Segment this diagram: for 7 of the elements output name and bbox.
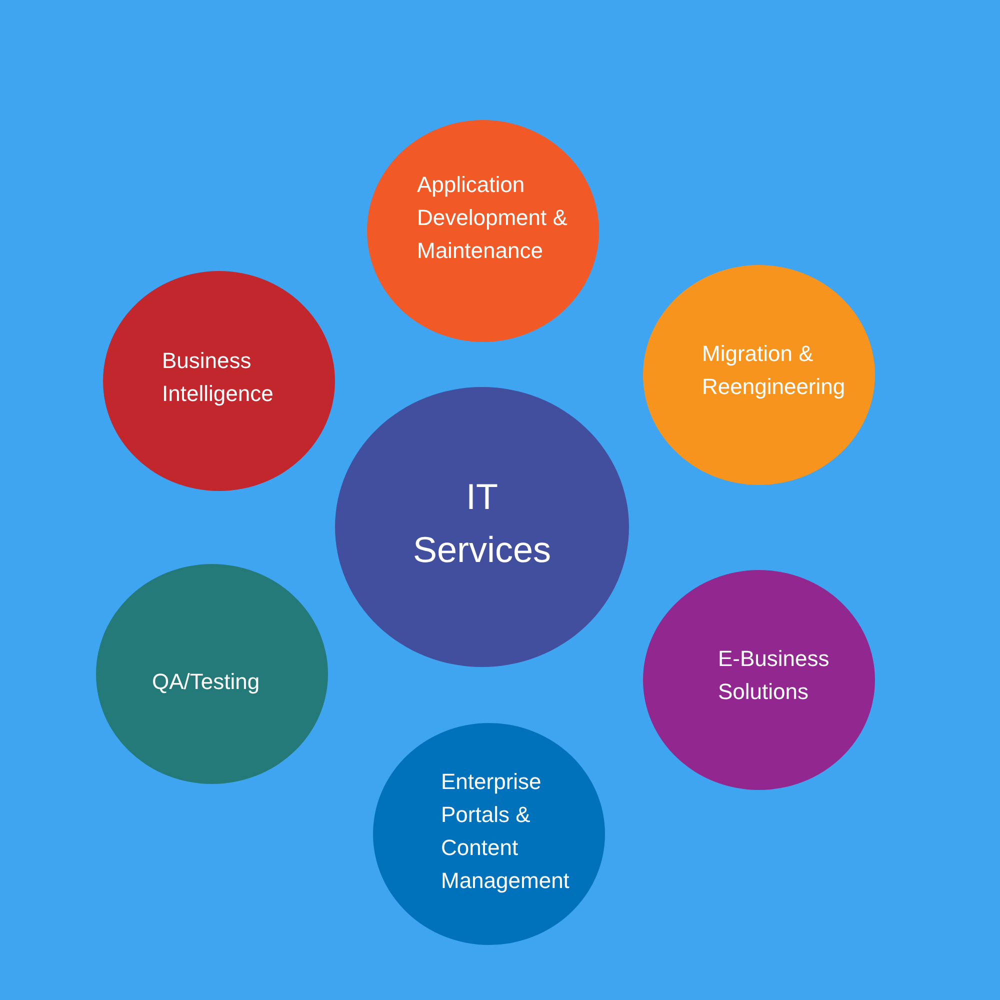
service-label: Enterprise Portals & Content Management [441,768,570,895]
service-label: E-Business Solutions [718,645,830,706]
hub-label: IT Services [412,475,552,572]
service-label: Migration & Reengineering [702,340,846,401]
service-label: Application Development & Maintenance [417,171,568,265]
service-label: QA/Testing [152,668,261,696]
service-label: Business Intelligence [162,347,274,408]
